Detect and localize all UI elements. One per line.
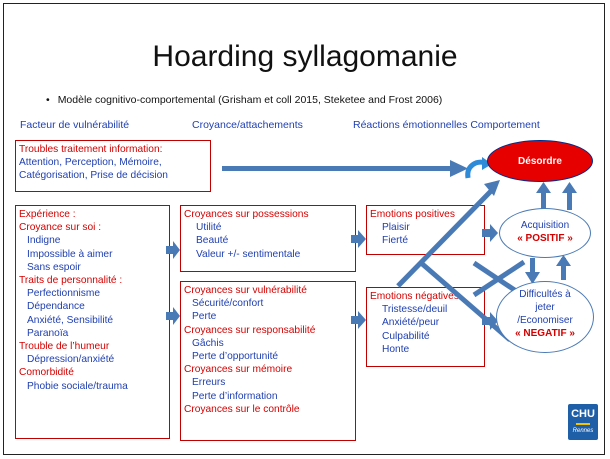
subtitle-text: Modèle cognitivo-comportemental (Grisham… (57, 94, 443, 106)
possessions-title: Croyances sur possessions (184, 209, 309, 220)
experience-heading: Expérience : (19, 209, 76, 220)
negative-emotion-item: Honte (382, 343, 410, 355)
experience-item: Indigne (27, 235, 61, 247)
bullet: • (46, 94, 50, 106)
positive-emotion-item: Plaisir (382, 222, 410, 234)
header-emotions: Réactions émotionnelles Comportement (353, 119, 540, 131)
difficultes-tag: « NEGATIF » (515, 328, 575, 339)
desordre-oval: Désordre (487, 140, 593, 182)
experience-heading: Trouble de l’humeur (19, 341, 110, 353)
arrow-info-to-desordre (222, 160, 468, 177)
arrow-experience-to-vulnerability (166, 307, 180, 325)
vulnerability-item: Erreurs (192, 377, 226, 389)
experience-item: Paranoïa (27, 327, 69, 339)
header-beliefs: Croyance/attachements (192, 119, 303, 131)
vulnerability-heading: Croyances sur vulnérabilité (184, 285, 307, 296)
experience-item: Phobie sociale/trauma (27, 380, 128, 392)
arrow-possessions-to-positive (351, 230, 366, 248)
acquisition-tag: « POSITIF » (517, 233, 573, 244)
experience-heading: Croyance sur soi : (19, 222, 102, 234)
difficultes-oval: Difficultés à jeter /Economiser « NEGATI… (496, 281, 594, 353)
vulnerability-item: Gâchis (192, 337, 224, 349)
acquisition-oval: Acquisition « POSITIF » (499, 208, 591, 258)
experience-heading: Comorbidité (19, 367, 74, 379)
info-processing-title: Troubles traitement information: (19, 144, 163, 155)
vulnerability-heading: Croyances sur responsabilité (184, 324, 316, 336)
vulnerability-item: Perte d’information (192, 390, 278, 402)
difficultes-line: /Economiser (517, 315, 573, 326)
positive-emotion-item: Fierté (382, 235, 409, 247)
chu-rennes-logo: CHU Rennes (568, 404, 598, 440)
vulnerability-item: Sécurité/confort (192, 298, 264, 310)
experience-item: Sans espoir (27, 261, 81, 273)
slide-subtitle: • Modèle cognitivo-comportemental (Grisha… (46, 94, 442, 106)
arrow-acquisition-difficultes (525, 255, 571, 284)
difficultes-line: jeter (535, 302, 555, 313)
negative-emotion-item: Tristesse/deuil (382, 304, 448, 316)
negative-emotions-title: Emotions négatives (370, 291, 459, 302)
experience-item: Perfectionnisme (27, 288, 101, 300)
logo-text: CHU (571, 408, 595, 420)
acquisition-label: Acquisition (520, 220, 570, 231)
positive-emotions-box: Emotions positives Plaisir Fierté (366, 205, 485, 255)
logo-sub: Rennes (572, 428, 594, 434)
negative-emotion-item: Anxiété/peur (382, 317, 440, 329)
info-processing-line: Catégorisation, Prise de décision (19, 170, 168, 182)
logo-bar (576, 423, 590, 425)
slide-title: Hoarding syllagomanie (152, 40, 458, 73)
experience-item: Dépression/anxiété (27, 354, 115, 366)
vulnerability-heading: Croyances sur mémoire (184, 364, 293, 376)
possessions-box: Croyances sur possessions Utilité Beauté… (180, 205, 356, 272)
header-vulnerability: Facteur de vulnérabilité (20, 119, 130, 131)
arrow-experience-to-beliefs (166, 241, 180, 259)
vulnerability-item: Perte (192, 311, 217, 323)
experience-heading: Traits de personnalité : (19, 275, 123, 287)
difficultes-line: Difficultés à (519, 289, 571, 300)
positive-emotions-title: Emotions positives (370, 209, 455, 220)
arrow-emotions-to-desordre (396, 180, 500, 288)
vulnerability-item: Perte d’opportunité (192, 351, 279, 363)
possessions-item: Valeur +/- sentimentale (196, 248, 301, 260)
vulnerability-heading: Croyances sur le contrôle (184, 403, 300, 415)
experience-item: Anxiété, Sensibilité (27, 314, 114, 326)
arrow-positive-to-acquisition (482, 224, 498, 242)
possessions-item: Utilité (196, 222, 222, 234)
negative-emotion-item: Culpabilité (382, 330, 430, 342)
arrow-acquisition-to-desordre (536, 182, 577, 210)
info-processing-box: Troubles traitement information: Attenti… (15, 140, 211, 192)
arrow-vulnerability-to-negative (351, 311, 366, 329)
experience-item: Impossible à aimer (27, 248, 113, 260)
info-processing-line: Attention, Perception, Mémoire, (19, 157, 162, 169)
experience-item: Dépendance (27, 301, 85, 313)
possessions-item: Beauté (196, 235, 229, 247)
